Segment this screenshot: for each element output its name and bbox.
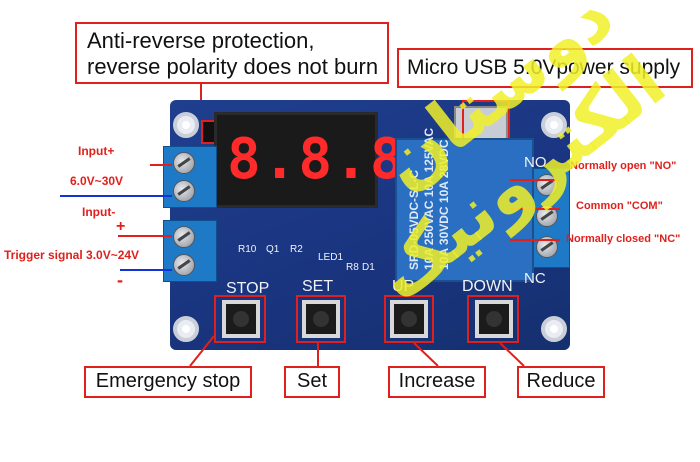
up-button[interactable] <box>390 300 428 338</box>
terminal-screw-1 <box>173 152 195 174</box>
silk-stop: STOP <box>226 280 270 297</box>
input-plus-label: Input+ <box>78 144 115 158</box>
mount-hole-tr <box>541 112 567 138</box>
micro-usb-callout: Micro USB 5.0Vpower supply <box>397 48 693 88</box>
mount-hole-br <box>541 316 567 342</box>
terminal-screw-2 <box>173 180 195 202</box>
anti-reverse-callout: Anti-reverse protection, reverse polarit… <box>75 22 389 84</box>
down-button[interactable] <box>475 300 513 338</box>
anti-reverse-pointer <box>200 84 202 110</box>
callout-pointers <box>60 164 560 367</box>
silk-up: UP <box>392 278 415 295</box>
input-minus-label: Input- <box>82 205 116 219</box>
led-display: 8.8.8 <box>214 112 404 208</box>
increase-callout: Increase <box>388 366 486 398</box>
silk-r10: R10 <box>238 244 257 255</box>
silk-d1: D1 <box>362 262 375 273</box>
voltage-range-label: 6.0V~30V <box>70 174 124 188</box>
anti-reverse-line-2: reverse polarity does not burn <box>87 54 379 79</box>
silk-nc: NC <box>524 270 546 287</box>
relay-screw-nc <box>536 236 558 258</box>
silk-set: SET <box>302 278 334 295</box>
emergency-stop-callout: Emergency stop <box>84 366 252 398</box>
normally-closed-label: Normally closed "NC" <box>566 233 681 245</box>
trigger-signal-label: Trigger signal 3.0V~24V <box>4 248 140 262</box>
down-button-highlight <box>467 295 519 343</box>
set-button[interactable] <box>302 300 340 338</box>
reduce-callout: Reduce <box>517 366 605 398</box>
silk-r8: R8 <box>346 262 359 273</box>
trigger-plus-label: + <box>116 218 126 235</box>
silk-q1: Q1 <box>266 244 280 255</box>
common-label: Common "COM" <box>576 200 663 212</box>
normally-open-label: Normally open "NO" <box>570 160 677 172</box>
silk-r2: R2 <box>290 244 303 255</box>
mount-hole-bl <box>173 316 199 342</box>
trigger-minus-label: - <box>117 270 123 290</box>
silk-no: NO <box>524 154 547 171</box>
set-callout: Set <box>284 366 340 398</box>
relay-screw-com <box>536 205 558 227</box>
terminal-screw-4 <box>173 254 195 276</box>
stop-button[interactable] <box>222 300 260 338</box>
display-digits: 8.8.8 <box>227 127 406 192</box>
stop-button-highlight <box>214 295 266 343</box>
silk-down: DOWN <box>462 278 513 295</box>
up-button-highlight <box>384 295 434 343</box>
anti-reverse-line-1: Anti-reverse protection, <box>87 28 315 53</box>
mount-hole-tl <box>173 112 199 138</box>
set-button-highlight <box>296 295 346 343</box>
silk-led1: LED1 <box>318 252 344 263</box>
terminal-screw-3 <box>173 226 195 248</box>
